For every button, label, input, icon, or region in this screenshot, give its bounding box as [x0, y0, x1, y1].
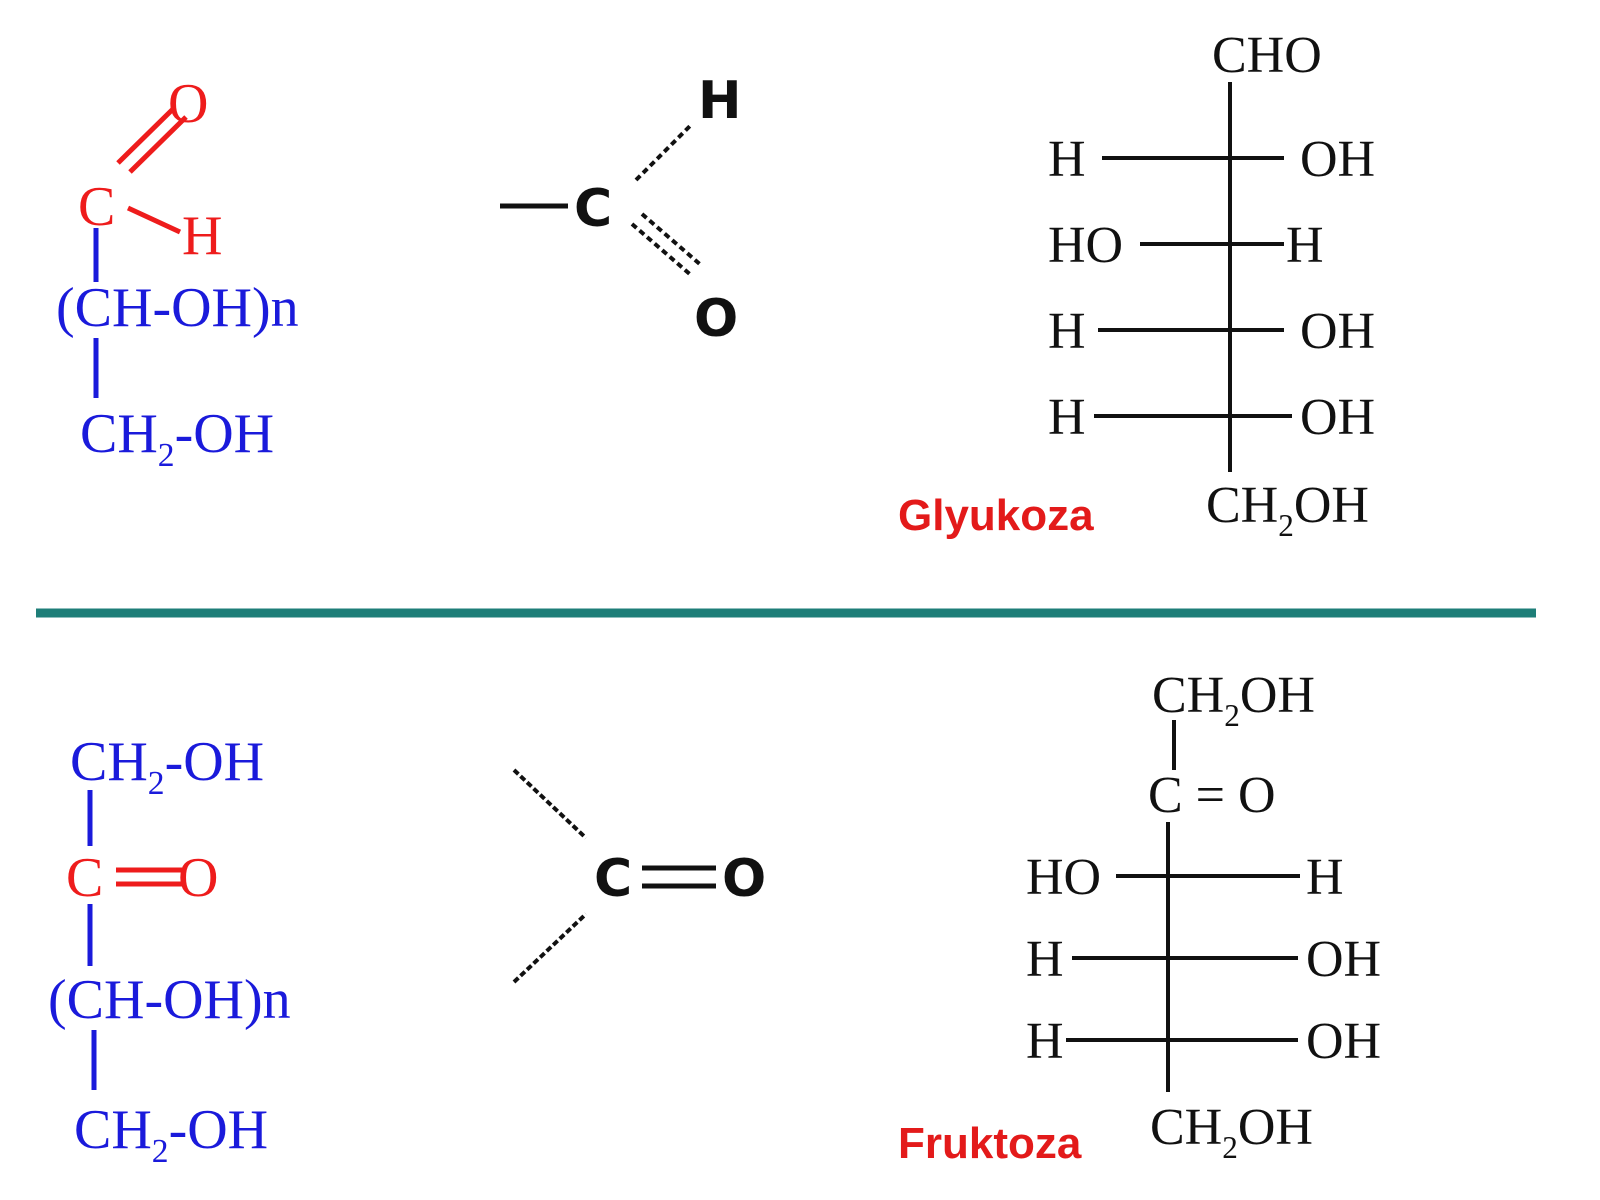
- keto-r1-bond: [512, 768, 588, 840]
- glucose-row-2-right: H: [1286, 217, 1324, 274]
- aldehyde-h-bond: [634, 124, 692, 182]
- fructose-top: CH2OH: [1152, 667, 1315, 733]
- ketose-chain: (CH-OH)n: [48, 969, 291, 1031]
- glucose-row-2-left: HO: [1048, 217, 1123, 274]
- keto-oxygen: O: [722, 849, 766, 909]
- aldehyde-oxygen: O: [694, 289, 738, 349]
- glucose-row-4-right: OH: [1300, 389, 1375, 446]
- aldose-carbon: C: [78, 176, 115, 238]
- glucose-row-1-left: H: [1048, 131, 1086, 188]
- glucose-row-3-left: H: [1048, 303, 1086, 360]
- fructose-fischer: CH2OH C = O HO H H OH H OH CH2OH Fruktoz…: [898, 667, 1381, 1168]
- fructose-row-1-left: HO: [1026, 849, 1101, 906]
- aldose-chain: (CH-OH)n: [56, 277, 299, 339]
- fructose-row-2-left: H: [1026, 931, 1064, 988]
- fructose-keto: C = O: [1148, 767, 1276, 824]
- aldose-ch-bond: [126, 205, 182, 235]
- ketose-general-formula: CH2-OH C O (CH-OH)n CH2-OH: [48, 731, 291, 1170]
- glucose-row-3-right: OH: [1300, 303, 1375, 360]
- ketose-oxygen: O: [178, 847, 218, 909]
- fructose-label: Fruktoza: [898, 1119, 1082, 1168]
- fructose-row-1-right: H: [1306, 849, 1344, 906]
- fructose-row-3-right: OH: [1306, 1013, 1381, 1070]
- keto-r2-bond: [512, 912, 588, 984]
- aldehyde-group: C H O: [500, 71, 742, 349]
- aldose-oxygen: O: [168, 73, 208, 135]
- aldehyde-carbon: C: [574, 179, 612, 239]
- fructose-row-2-right: OH: [1306, 931, 1381, 988]
- glucose-row-1-right: OH: [1300, 131, 1375, 188]
- ketose-top-group: CH2-OH: [70, 731, 264, 802]
- aldose-hydrogen: H: [182, 205, 222, 267]
- aldose-double-bond-a: [116, 106, 176, 165]
- fructose-row-3-left: H: [1026, 1013, 1064, 1070]
- glucose-label: Glyukoza: [898, 491, 1094, 540]
- aldose-general-formula: O C H (CH-OH)n CH2-OH: [56, 73, 299, 474]
- aldehyde-double-bond-b: [640, 212, 704, 268]
- glucose-row-4-left: H: [1048, 389, 1086, 446]
- aldose-end-group: CH2-OH: [80, 403, 274, 474]
- aldehyde-hydrogen: H: [698, 71, 742, 131]
- keto-group: C O: [512, 768, 766, 984]
- keto-carbon: C: [594, 849, 632, 909]
- fructose-bottom: CH2OH: [1150, 1099, 1313, 1165]
- glucose-fischer: CHO H OH HO H H OH H OH CH2OH Glyukoza: [898, 27, 1375, 543]
- ketose-end-group: CH2-OH: [74, 1099, 268, 1170]
- glucose-top: CHO: [1212, 27, 1322, 84]
- aldehyde-double-bond-a: [630, 222, 694, 278]
- aldose-double-bond-b: [128, 115, 188, 174]
- ketose-carbon: C: [66, 847, 103, 909]
- glucose-bottom: CH2OH: [1206, 477, 1369, 543]
